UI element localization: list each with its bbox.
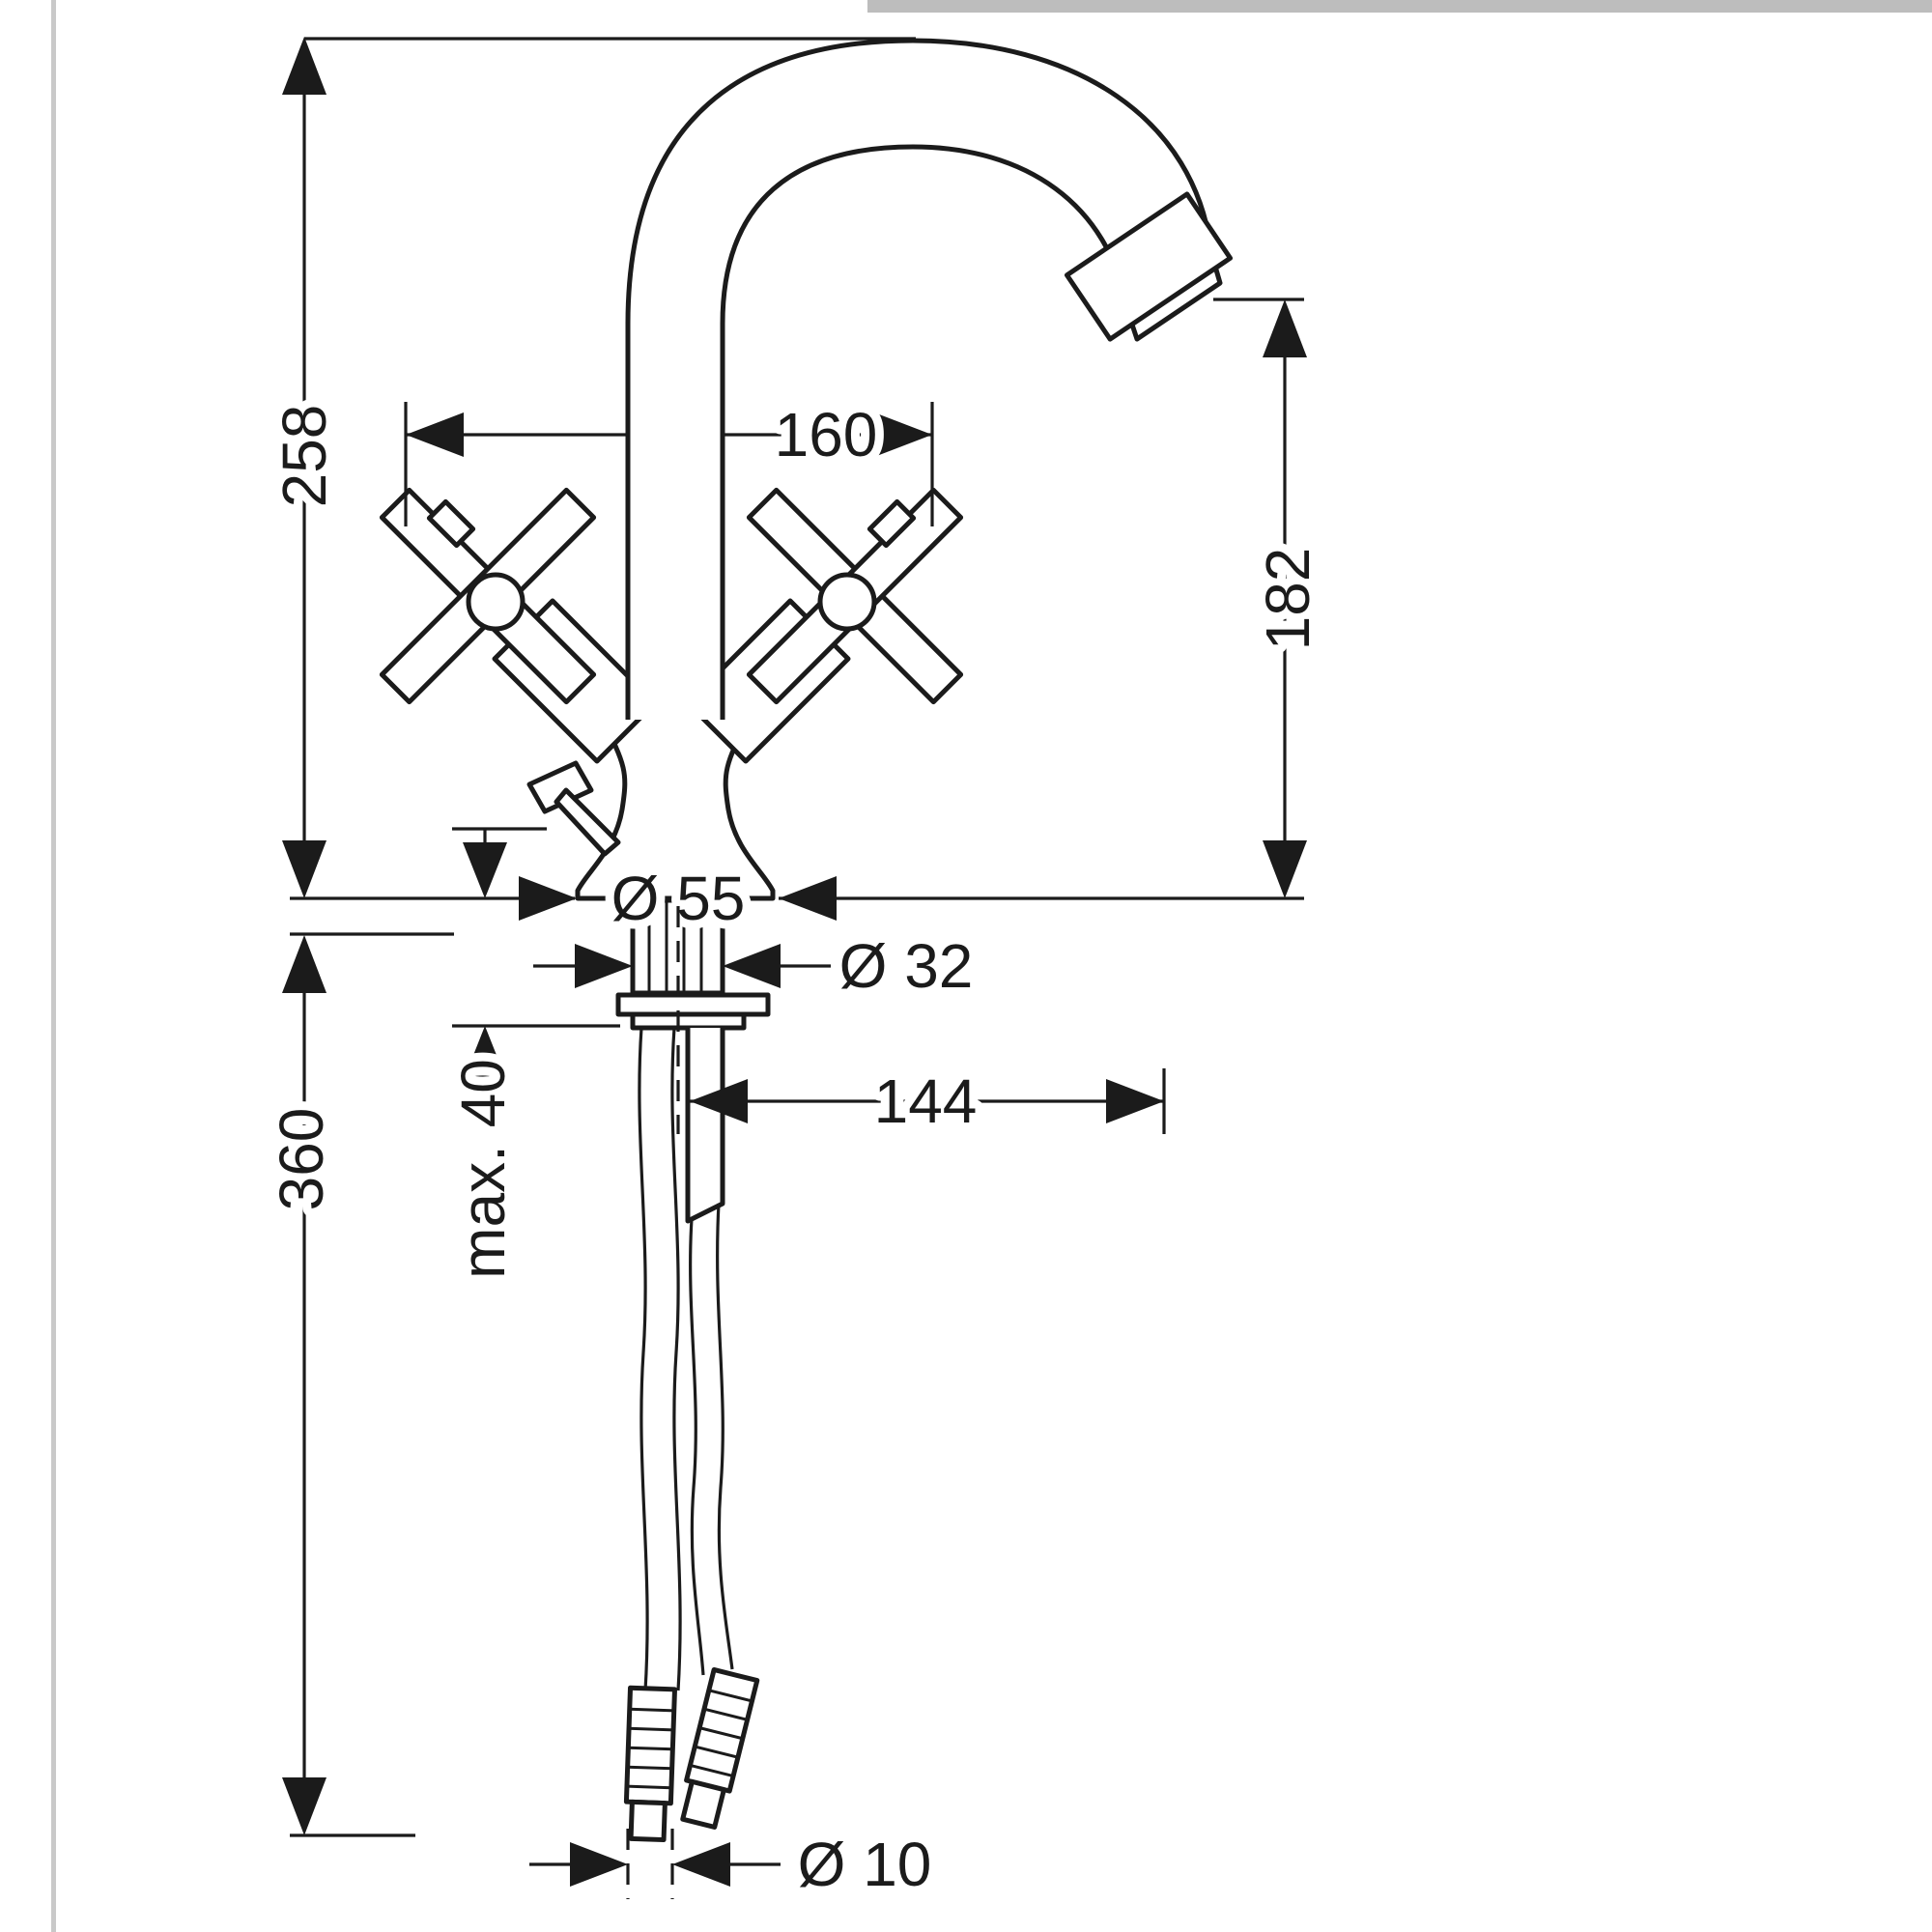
dim-arrowhead xyxy=(282,935,327,993)
dim-arrowhead xyxy=(282,37,327,95)
right-cross-handle xyxy=(746,487,964,705)
dim-label-overall-height: 258 xyxy=(270,405,339,508)
faucet-figure xyxy=(379,38,1234,1843)
dim-label-shank-diameter: Ø 32 xyxy=(839,931,974,1001)
dim-arrowhead xyxy=(874,412,932,457)
drain-lever xyxy=(526,760,621,857)
dim-shank-diameter: Ø 32 xyxy=(533,923,981,1009)
left-border-line xyxy=(51,0,56,1932)
dim-arrowhead xyxy=(575,944,633,988)
dim-arrowhead xyxy=(1263,299,1307,357)
dim-arrowhead xyxy=(282,840,327,898)
dim-label-spout-reach: 144 xyxy=(874,1066,978,1136)
left-cross-handle xyxy=(379,487,597,705)
dim-arrowhead xyxy=(282,1777,327,1835)
dim-spout-reach: 144 xyxy=(676,906,1166,1145)
dim-base-diameter: Ø 55 xyxy=(519,855,837,942)
hose-end-fitting xyxy=(623,1685,677,1843)
dim-max-deck-thickness: max. 40 xyxy=(440,827,620,1288)
spout xyxy=(625,38,1223,720)
dim-label-hose-length: 360 xyxy=(267,1108,336,1211)
handle-index-tab xyxy=(867,498,917,549)
handle-hub xyxy=(817,572,877,632)
dim-arrowhead xyxy=(463,842,507,898)
dim-label-outlet-height: 182 xyxy=(1253,548,1322,651)
handle-hub xyxy=(466,572,526,632)
top-border-band xyxy=(867,0,1932,13)
dim-label-hose-diameter: Ø 10 xyxy=(798,1830,932,1899)
supply-hose-right xyxy=(680,1028,760,1830)
dim-hose-length: 360 xyxy=(258,932,454,1837)
supply-hose-left xyxy=(623,1027,682,1843)
dim-arrowhead xyxy=(1106,1079,1164,1123)
dim-overall-height: 258 xyxy=(261,37,916,898)
dim-arrowhead xyxy=(519,876,577,921)
mounting-nut xyxy=(615,992,771,1031)
dim-arrowhead xyxy=(570,1842,628,1887)
dim-outlet-height: 182 xyxy=(1213,298,1331,898)
dim-handle-span: 160 xyxy=(404,391,934,526)
aerator-band xyxy=(1064,191,1234,342)
dim-arrowhead xyxy=(690,1079,748,1123)
dim-label-max-deck-thickness: max. 40 xyxy=(448,1059,518,1279)
dim-hose-diameter: Ø 10 xyxy=(529,1821,940,1908)
dim-arrowhead xyxy=(463,1026,507,1082)
dim-arrowhead xyxy=(1263,840,1307,898)
handle-index-tab xyxy=(426,498,476,549)
dim-arrowhead xyxy=(672,1842,730,1887)
dim-arrowhead xyxy=(779,876,837,921)
dim-arrowhead xyxy=(406,412,464,457)
dim-label-handle-span: 160 xyxy=(775,400,878,469)
dim-arrowhead xyxy=(723,944,781,988)
hose-end-fitting xyxy=(680,1666,760,1830)
